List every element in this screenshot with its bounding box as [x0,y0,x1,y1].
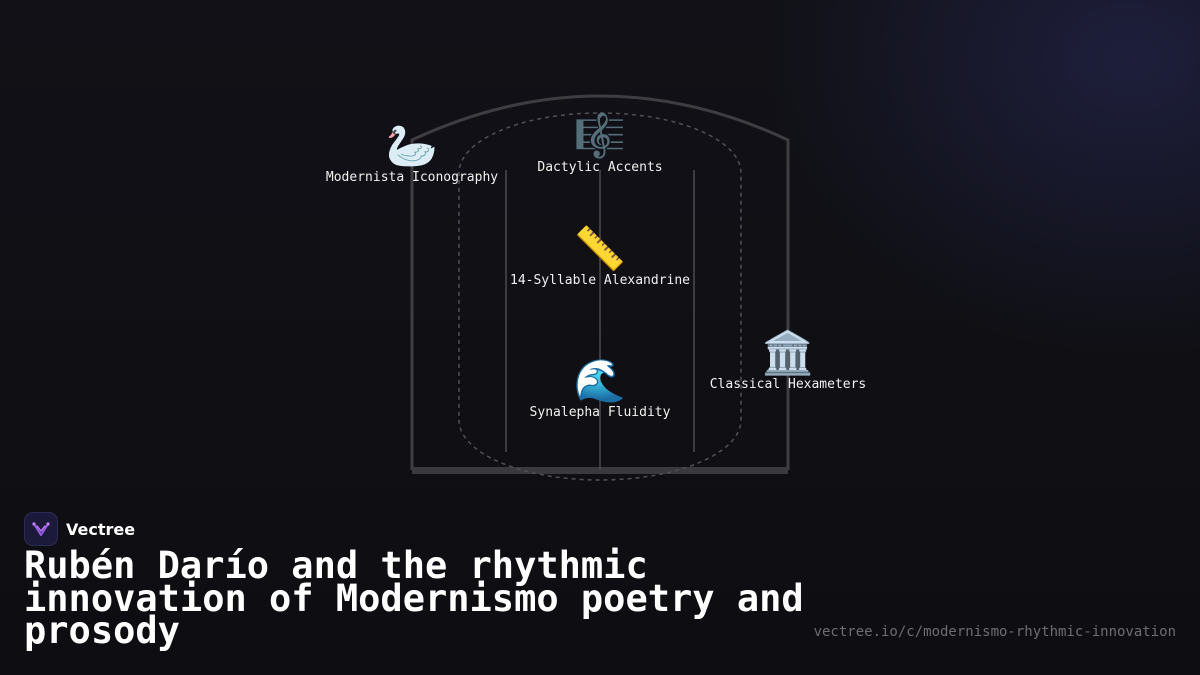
node-dactylic-accents: 🎼 Dactylic Accents [537,112,662,176]
arch-base [412,467,788,474]
page-url[interactable]: vectree.io/c/modernismo-rhythmic-innovat… [813,624,1176,640]
node-label: Synalepha Fluidity [529,405,671,420]
node-label: Dactylic Accents [537,160,663,175]
inner-dashed-region [458,112,742,481]
arch-outline [410,94,790,470]
musical-score-icon: 🎼 [573,111,627,160]
brand-name: Vectree [66,519,136,539]
node-alexandrine: 📏 14-Syllable Alexandrine [510,225,690,289]
swan-icon: 🦢 [385,121,439,170]
ruler-icon: 📏 [573,224,627,273]
page-title: Rubén Darío and the rhythmic innovation … [24,544,804,652]
node-label: Modernista Iconography [325,170,499,185]
node-modernista-iconography: 🦢 Modernista Iconography [326,122,498,186]
classical-building-icon: 🏛️ [761,328,815,377]
vectree-logo-icon [24,512,58,546]
node-classical-hexameters: 🏛️ Classical Hexameters [710,329,867,393]
node-label: 14-Syllable Alexandrine [509,273,691,288]
node-label: Classical Hexameters [709,377,867,392]
brand[interactable]: Vectree [24,512,135,546]
water-wave-icon: 🌊 [573,356,627,405]
node-synalepha-fluidity: 🌊 Synalepha Fluidity [530,357,671,421]
